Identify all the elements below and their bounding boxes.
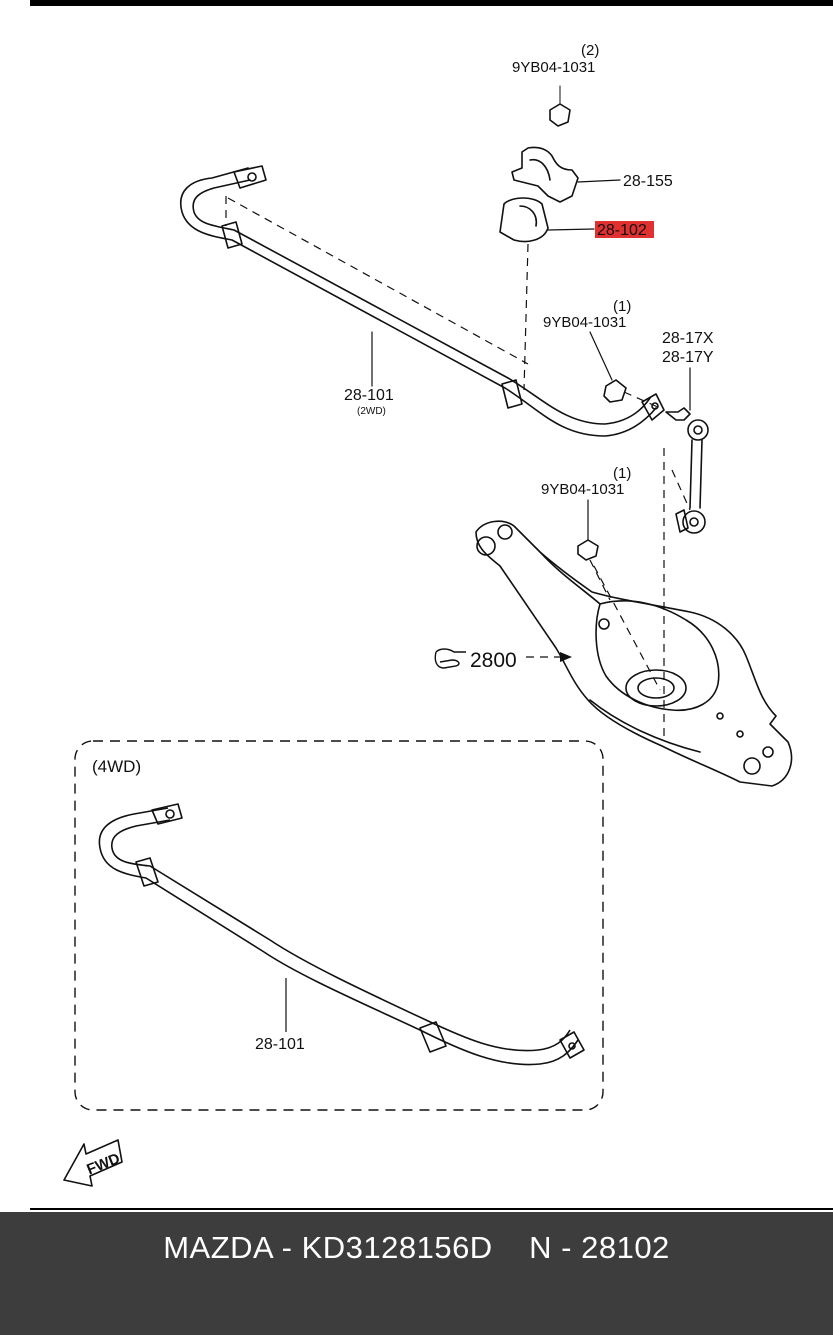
label-nut-top-code: 9YB04-1031 [512,59,595,76]
parts-diagram: FWD (2) 9YB04-1031 28-155 28-102 (1) 9YB… [30,0,833,1210]
bracket-28-155 [511,146,621,203]
label-bracket: 28-155 [623,173,673,190]
footer-ref: N - 28102 [529,1230,670,1265]
nut-low [577,539,599,561]
nut-mid [603,379,627,403]
top-border [30,0,833,6]
label-bar-4wd: 28-101 [255,1036,305,1053]
label-arm: 2800 [470,649,517,672]
footer-bar: MAZDA - KD3128156D N - 28102 [0,1212,833,1335]
bushing-28-102 [499,197,595,243]
bottom-border [30,1208,833,1210]
fwd-label: FWD [84,1150,122,1179]
stabilizer-bar-4wd [98,803,585,1066]
fwd-arrow-icon [63,1139,123,1187]
label-link-x: 28-17X [662,330,714,347]
footer-brand: MAZDA [163,1230,273,1265]
label-nut-mid-qty: (1) [613,298,631,315]
footer-caption: MAZDA - KD3128156D N - 28102 [163,1230,670,1265]
label-bushing: 28-102 [597,222,647,239]
label-nut-mid-code: 9YB04-1031 [543,314,626,331]
stabilizer-link [665,407,709,534]
section-4wd-frame [74,740,604,1111]
stabilizer-bar-2wd [179,165,665,437]
label-bar-2wd: 28-101 [344,387,394,404]
nut-top [549,85,571,127]
pointer-hand-icon [434,648,466,669]
label-nut-low-code: 9YB04-1031 [541,481,624,498]
label-nut-low-qty: (1) [613,465,631,482]
highlight-box [595,221,654,238]
lower-arm [475,520,793,787]
label-section-4wd: (4WD) [92,757,141,776]
label-nut-top-qty: (2) [581,42,599,59]
label-link-y: 28-17Y [662,349,714,366]
label-bar-2wd-note: (2WD) [357,406,386,417]
footer-part-number: KD3128156D [301,1230,493,1265]
